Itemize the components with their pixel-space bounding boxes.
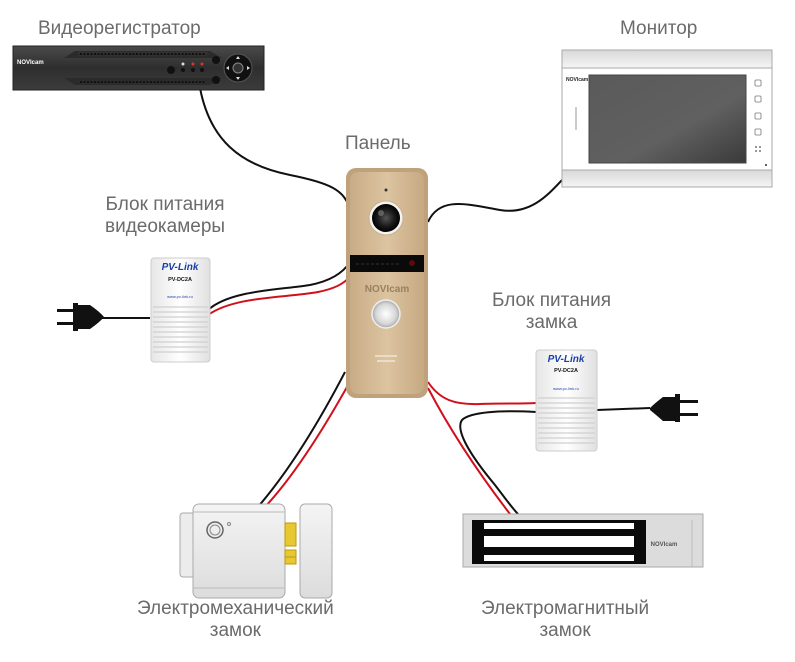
psu-brand-logo: PV-Link xyxy=(162,262,199,273)
wire-dvr-to-panel xyxy=(199,87,351,211)
label-em-lock-line1: Электромеханический xyxy=(137,598,334,619)
power-plug-icon xyxy=(57,303,104,331)
dvr-device: NOVIcam xyxy=(12,45,265,91)
label-em-lock-line2: замок xyxy=(209,620,261,641)
label-camera-psu: Блок питания видеокамеры xyxy=(105,194,225,238)
label-mag-lock-line1: Электромагнитный xyxy=(481,598,650,619)
wires xyxy=(100,87,651,515)
psu-url: www.pv-link.ru xyxy=(553,386,579,391)
lock-psu-device: PV-Link PV-DC2A www.pv-link.ru xyxy=(535,349,598,452)
call-button-icon xyxy=(371,299,401,329)
door-panel-device: NOVIcam xyxy=(346,168,428,398)
label-em-lock: Электромеханический замок xyxy=(137,598,334,642)
maglock-brand-logo: NOVIcam xyxy=(651,542,678,548)
psu-model: PV-DC2A xyxy=(168,277,192,283)
label-camera-psu-line1: Блок питания xyxy=(105,194,225,215)
wire-camera-psu-red xyxy=(207,275,351,316)
label-mag-lock-line2: замок xyxy=(539,620,591,641)
panel-brand-logo: NOVIcam xyxy=(365,284,410,295)
wire-camera-psu-black xyxy=(207,261,351,311)
label-panel: Панель xyxy=(345,133,411,154)
psu-brand-logo: PV-Link xyxy=(548,354,585,365)
camera-psu-device: PV-Link PV-DC2A www.pv-link.ru xyxy=(150,257,211,363)
label-lock-psu-line1: Блок питания xyxy=(492,290,612,311)
wire-maglock-black xyxy=(459,410,537,515)
monitor-brand-logo: NOVIcam xyxy=(566,77,589,83)
magnetic-lock-device: NOVIcam xyxy=(462,513,704,568)
label-camera-psu-line2: видеокамеры xyxy=(105,216,226,237)
power-plug-icon xyxy=(650,394,698,422)
label-dvr: Видеорегистратор xyxy=(38,18,201,39)
wire-maglock-red xyxy=(427,387,511,515)
electromechanical-lock-device xyxy=(179,503,333,599)
wire-lockpsu-red xyxy=(427,381,537,406)
wire-emlock-red xyxy=(263,377,353,509)
label-monitor: Монитор xyxy=(620,18,698,39)
psu-model: PV-DC2A xyxy=(554,368,578,374)
label-lock-psu-line2: замка xyxy=(525,312,578,333)
monitor-device: NOVIcam xyxy=(561,49,773,188)
wire-monitor-to-panel xyxy=(427,179,563,223)
label-mag-lock: Электромагнитный замок xyxy=(481,598,649,642)
wire-lock-psu-mains xyxy=(596,407,651,411)
label-lock-psu: Блок питания замка xyxy=(492,290,611,334)
psu-url: www.pv-link.ru xyxy=(167,294,193,299)
dvr-brand-logo: NOVIcam xyxy=(17,60,44,66)
wire-emlock-black xyxy=(256,371,346,509)
